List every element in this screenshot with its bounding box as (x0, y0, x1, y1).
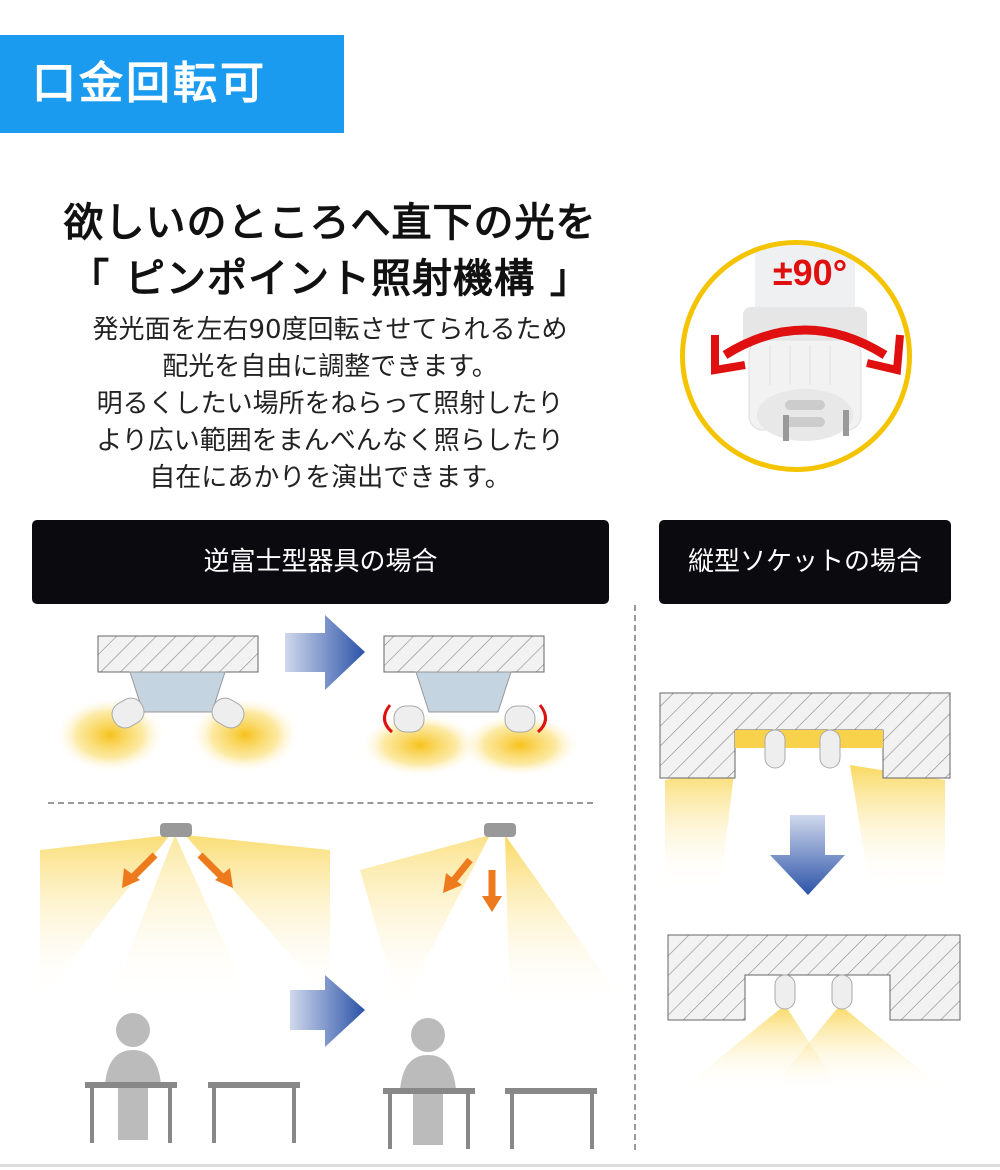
section-label-vertical-socket: 縦型ソケットの場合 (659, 520, 951, 604)
socket-after (667, 934, 961, 1090)
description: 発光面を左右90度回転させてられるため 配光を自由に調整できます。 明るくしたい… (0, 312, 660, 497)
rotation-arrow-icon (722, 325, 888, 359)
room-before (40, 823, 330, 1143)
diagram-divider (48, 802, 593, 804)
description-line: 明るくしたい場所をねらって照射したり (96, 389, 564, 419)
lamp-cap-image: ±90° (711, 245, 904, 441)
arrow-down-icon (770, 815, 845, 895)
section-divider (634, 605, 636, 1150)
rotation-badge: ±90° (680, 240, 912, 472)
room-after (360, 823, 615, 1149)
description-line: 発光面を左右90度回転させてられるため (92, 315, 568, 345)
headline-line-2: 「 ピンポイント照射機構 」 (69, 256, 591, 302)
section-label-inverted-fuji: 逆富士型器具の場合 (32, 520, 609, 604)
rotate-arrow-icon (536, 704, 547, 734)
description-line: 自在にあかりを演出できます。 (149, 463, 511, 493)
rotation-angle-label: ±90° (773, 252, 847, 293)
headline-line-1: 欲しいのところへ直下の光を (63, 200, 597, 246)
rotate-arrow-icon (383, 704, 394, 734)
arrow-right-icon (285, 615, 365, 690)
fixture-before (55, 635, 300, 773)
description-line: 配光を自由に調整できます。 (162, 352, 498, 382)
arrow-right-icon (290, 975, 365, 1047)
fixture-after (360, 635, 580, 777)
bottom-border (0, 1164, 1000, 1167)
feature-banner: 口金回転可 (0, 35, 344, 133)
description-line: より広い範囲をまんべんなく照らしたり (96, 426, 564, 456)
socket-before (659, 692, 951, 890)
